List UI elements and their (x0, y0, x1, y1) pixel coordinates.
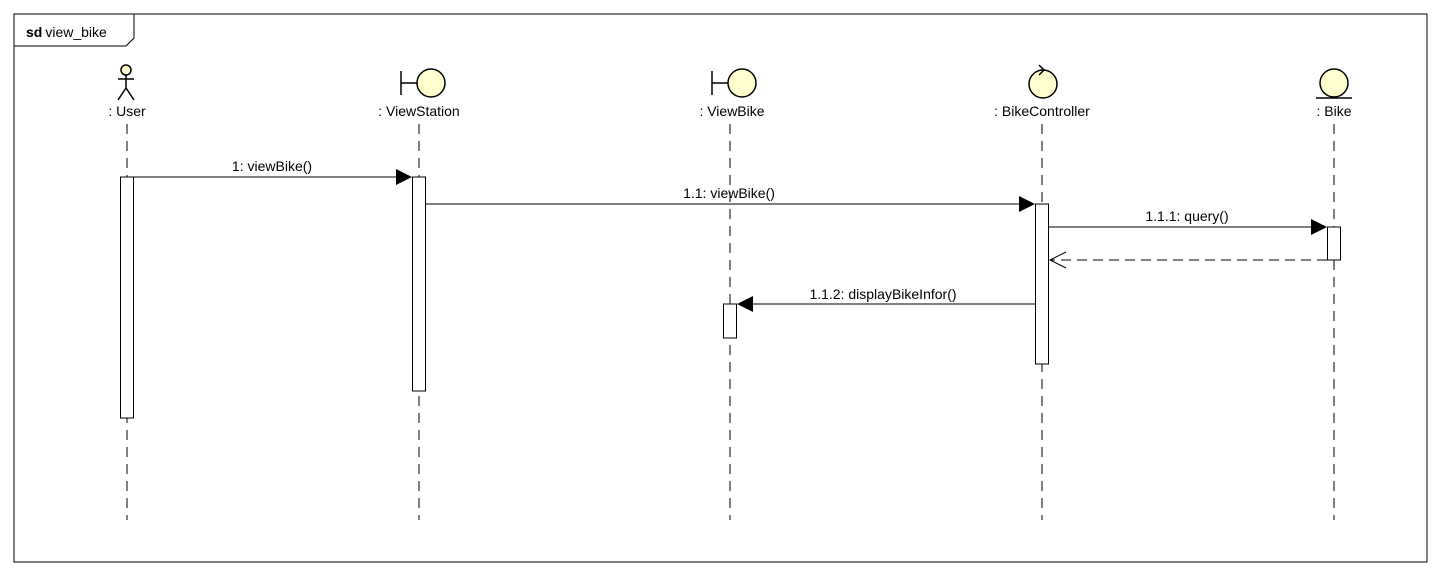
activation-bikecontroller (1035, 203, 1049, 365)
message-1-1-1-label: 1.1.1: query() (1145, 208, 1228, 224)
boundary-icon (400, 68, 446, 98)
diagram-frame (13, 13, 1428, 563)
lifeline-lines (126, 124, 1335, 520)
frame-name: view_bike (45, 24, 107, 40)
boundary-icon (711, 68, 757, 98)
message-1-label: 1: viewBike() (232, 158, 312, 174)
lifeline-user-label: : User (108, 103, 146, 119)
activation-user (120, 176, 134, 419)
lifeline-bikecontroller-label: : BikeController (994, 103, 1090, 119)
activation-bike (1327, 226, 1341, 261)
frame-keyword: sd (26, 24, 42, 40)
actor-icon (117, 64, 135, 101)
control-icon (1028, 64, 1058, 99)
activation-viewstation (412, 176, 426, 392)
lifeline-viewstation-label: : ViewStation (378, 103, 459, 119)
frame-tab (14, 14, 135, 47)
message-1: 1: viewBike() (134, 158, 412, 185)
message-1-1-2: 1.1.2: displayBikeInfor() (737, 286, 1035, 312)
lifeline-viewbike-label: : ViewBike (699, 103, 764, 119)
activation-bars (120, 176, 1341, 419)
activation-viewbike (723, 303, 737, 339)
message-1-1-1: 1.1.1: query() (1049, 208, 1327, 235)
message-1-1-label: 1.1: viewBike() (683, 185, 775, 201)
lifeline-bike-label: : Bike (1316, 103, 1351, 119)
message-1-1: 1.1: viewBike() (426, 185, 1035, 212)
entity-icon (1316, 68, 1352, 99)
message-1-1-2-label: 1.1.2: displayBikeInfor() (809, 286, 956, 302)
return-message (1048, 251, 1327, 269)
